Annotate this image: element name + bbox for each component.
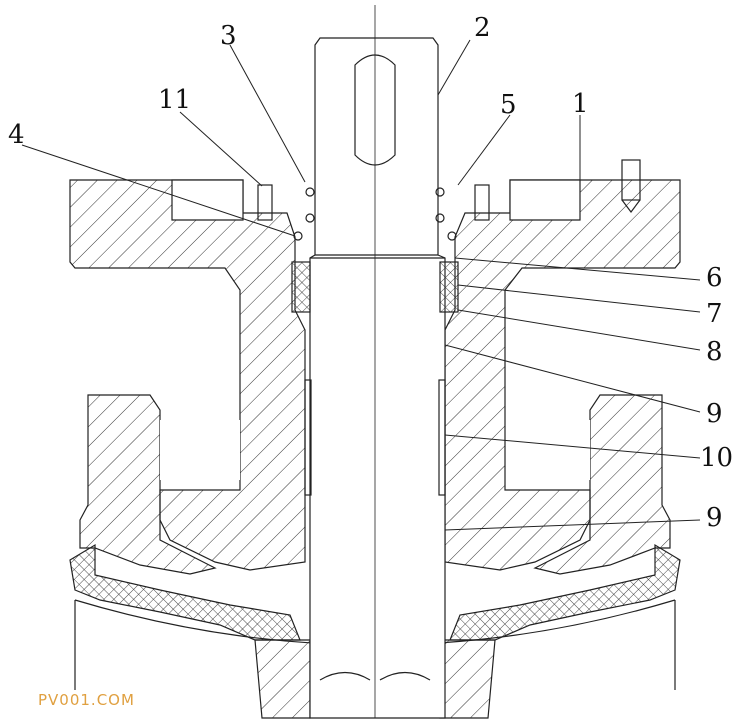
leader-11 <box>179 111 263 187</box>
cavity-left <box>160 420 240 480</box>
flange-pocket-left <box>171 179 244 221</box>
leader-9b <box>444 519 701 531</box>
leader-8 <box>457 309 701 351</box>
leader-9a <box>444 344 701 413</box>
gland-bolt-left <box>257 184 273 221</box>
leader-6 <box>454 257 701 281</box>
label-part-1: 1 <box>572 89 589 119</box>
leader-4 <box>21 144 296 237</box>
label-part-4: 4 <box>8 120 25 150</box>
leader-3 <box>229 44 306 183</box>
o-ring-3-right <box>435 187 445 197</box>
label-part-11: 11 <box>158 85 191 115</box>
cavity-right <box>510 420 590 480</box>
leader-2 <box>437 39 471 96</box>
shaft <box>309 37 446 719</box>
leader-10 <box>444 434 701 459</box>
o-ring-3-left <box>305 187 315 197</box>
leader-7 <box>457 284 701 313</box>
label-part-9-lower: 9 <box>706 503 723 533</box>
housing-right-section <box>444 179 681 571</box>
label-part-5: 5 <box>500 90 517 120</box>
housing-left-section <box>69 179 306 571</box>
label-part-8: 8 <box>706 337 723 367</box>
label-part-3: 3 <box>220 21 237 51</box>
top-pin-tip <box>621 199 641 213</box>
bottom-block-right <box>439 639 496 719</box>
packing-right <box>439 261 459 313</box>
bottom-block <box>254 639 311 719</box>
label-part-2: 2 <box>474 13 491 43</box>
bushing-left <box>304 379 312 496</box>
leader-5 <box>457 114 511 186</box>
label-part-9-upper: 9 <box>706 399 723 429</box>
bushing-right <box>438 379 446 496</box>
label-part-7: 7 <box>706 299 723 329</box>
skirt-left-section <box>79 394 217 575</box>
skirt-right-section <box>533 394 671 575</box>
shaft-keyway <box>354 54 396 166</box>
gland-bolt-right <box>474 184 490 221</box>
o-ring-4-right <box>447 231 457 241</box>
o-ring-left-lower <box>305 213 315 223</box>
packing-left <box>291 261 311 313</box>
label-part-10: 10 <box>700 443 733 473</box>
shaft-end-detail <box>319 671 431 681</box>
label-part-6: 6 <box>706 263 723 293</box>
o-ring-right-lower <box>435 213 445 223</box>
flange-pocket-right <box>509 179 581 221</box>
top-pin <box>621 159 641 201</box>
watermark-text: PV001.COM <box>38 691 135 709</box>
